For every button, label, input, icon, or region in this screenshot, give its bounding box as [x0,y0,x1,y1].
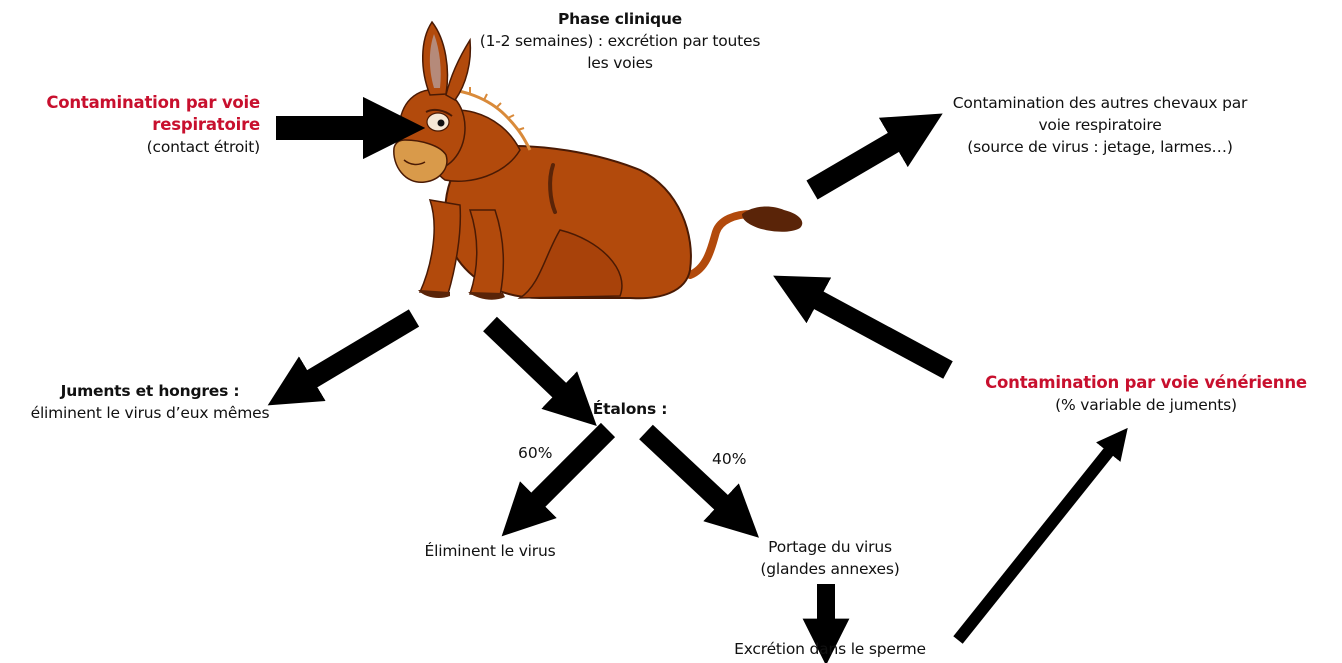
arrow-resp-out [812,128,918,190]
carrier-line2: (glandes annexes) [730,558,930,580]
resp-out-line1: Contamination des autres chevaux par [910,92,1290,114]
phase-line1: (1-2 semaines) : excrétion par toutes [470,30,770,52]
resp-in-label: Contamination par voie respiratoire (con… [0,92,260,158]
phase-title: Phase clinique [470,8,770,30]
venereal-sub: (% variable de juments) [952,394,1340,416]
resp-out-line2: voie respiratoire [910,114,1290,136]
resp-out-line3: (source de virus : jetage, larmes…) [910,136,1290,158]
venereal-title: Contamination par voie vénérienne [952,372,1340,394]
resp-in-sub: (contact étroit) [0,136,260,158]
stallions-title: Étalons : [570,398,690,420]
arrow-venereal-up [958,440,1118,640]
mares-title: Juments et hongres : [0,380,300,402]
resp-in-title2: respiratoire [0,114,260,136]
carrier-line1: Portage du virus [730,536,930,558]
pct-60: 60% [518,444,552,462]
carrier-label: Portage du virus (glandes annexes) [730,536,930,580]
arrow-to-stallions [490,324,578,408]
arrow-40 [646,432,740,520]
phase-line2: les voies [470,52,770,74]
mares-sub: éliminent le virus d’eux mêmes [0,402,300,424]
arrow-venereal-in [796,288,948,370]
phase-clinique-label: Phase clinique (1-2 semaines) : excrétio… [470,8,770,74]
resp-out-label: Contamination des autres chevaux par voi… [910,92,1290,158]
excretion-label: Excrétion dans le sperme [700,638,960,660]
venereal-label: Contamination par voie vénérienne (% var… [952,372,1340,416]
pct-40: 40% [712,450,746,468]
eliminate-virus-label: Éliminent le virus [400,540,580,562]
mares-label: Juments et hongres : éliminent le virus … [0,380,300,424]
resp-in-title1: Contamination par voie [0,92,260,114]
arrow-to-mares [290,318,414,392]
